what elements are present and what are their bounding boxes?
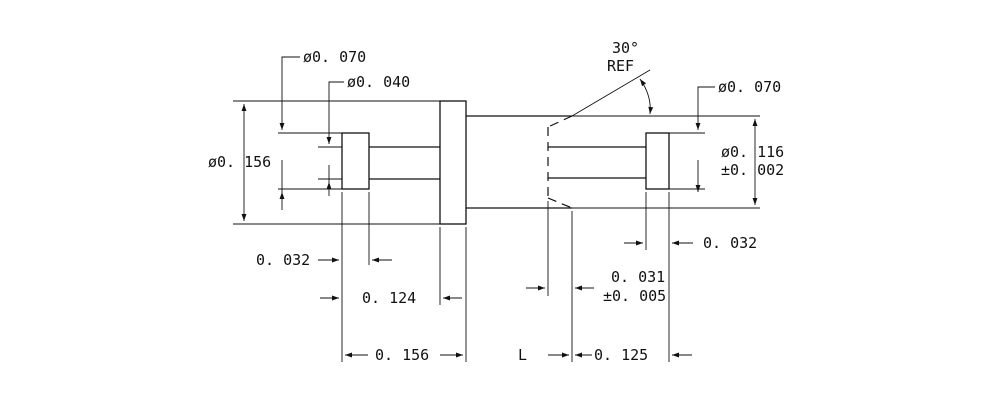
label-dia-116: ø0. 116 (721, 143, 784, 161)
leader-dia-070-left (279, 56, 300, 130)
label-dia-070-left: ø0. 070 (303, 48, 366, 66)
label-len-124: 0. 124 (362, 289, 416, 307)
leader-dia-070-right (695, 86, 715, 130)
extension-lines (233, 100, 760, 362)
label-angle-ref: REF (607, 57, 634, 75)
label-dia-040: ø0. 040 (347, 73, 410, 91)
label-tol-002: ±0. 002 (721, 161, 784, 179)
label-len-125: 0. 125 (594, 346, 648, 364)
angle-arc (639, 78, 654, 115)
chamfer-bottom (547, 197, 573, 209)
label-len-L: L (518, 346, 527, 364)
label-len-156: 0. 156 (375, 346, 429, 364)
chamfer-extension (571, 69, 651, 117)
label-len-032-left: 0. 032 (256, 251, 310, 269)
chamfer-top (547, 115, 573, 128)
dimension-lines (241, 56, 758, 358)
label-tol-005: ±0. 005 (603, 287, 666, 305)
label-dia-156: ø0. 156 (208, 153, 271, 171)
label-angle-30: 30° (612, 39, 639, 57)
leader-dia-040 (326, 81, 344, 144)
dimension-labels: ø0. 070 ø0. 040 ø0. 156 30° REF ø0. 070 … (208, 39, 784, 364)
part-outline (341, 100, 670, 225)
label-len-031: 0. 031 (611, 268, 665, 286)
right-pin-head (645, 132, 670, 190)
label-dia-070-right: ø0. 070 (718, 78, 781, 96)
left-pin-head (341, 132, 370, 190)
flange (439, 100, 467, 225)
label-len-032-right: 0. 032 (703, 234, 757, 252)
